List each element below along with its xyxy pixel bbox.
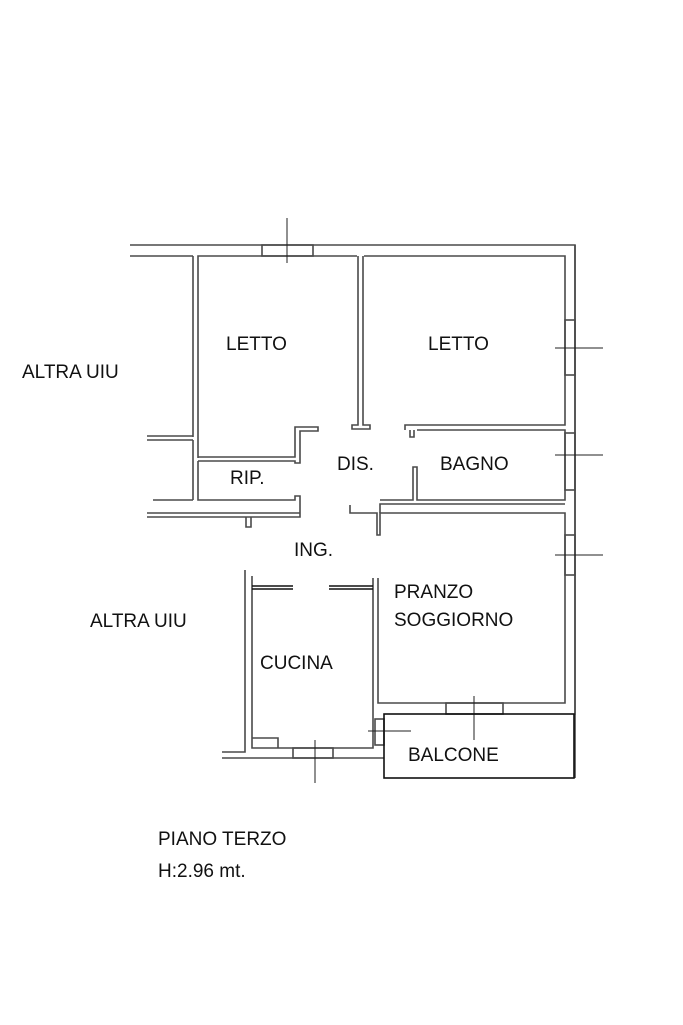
room-label-cucina: CUCINA: [260, 653, 333, 674]
balcony-outline: [383, 713, 575, 779]
windows: [261, 218, 603, 783]
room-label-pranzo: PRANZO: [394, 582, 473, 603]
room-label-soggiorno: SOGGIORNO: [394, 610, 513, 631]
neighbour-label: ALTRA UIU: [22, 362, 119, 383]
room-label-letto: LETTO: [226, 334, 287, 355]
room-label-rip: RIP.: [230, 468, 265, 489]
height-label: H:2.96 mt.: [158, 861, 246, 882]
room-label-dis: DIS.: [337, 454, 374, 475]
room-label-balcone: BALCONE: [408, 745, 499, 766]
walls: [130, 244, 576, 778]
floor-label: PIANO TERZO: [158, 829, 286, 850]
room-label-ing: ING.: [294, 540, 333, 561]
room-label-bagno: BAGNO: [440, 454, 509, 475]
neighbour-label: ALTRA UIU: [90, 611, 187, 632]
room-label-letto: LETTO: [428, 334, 489, 355]
